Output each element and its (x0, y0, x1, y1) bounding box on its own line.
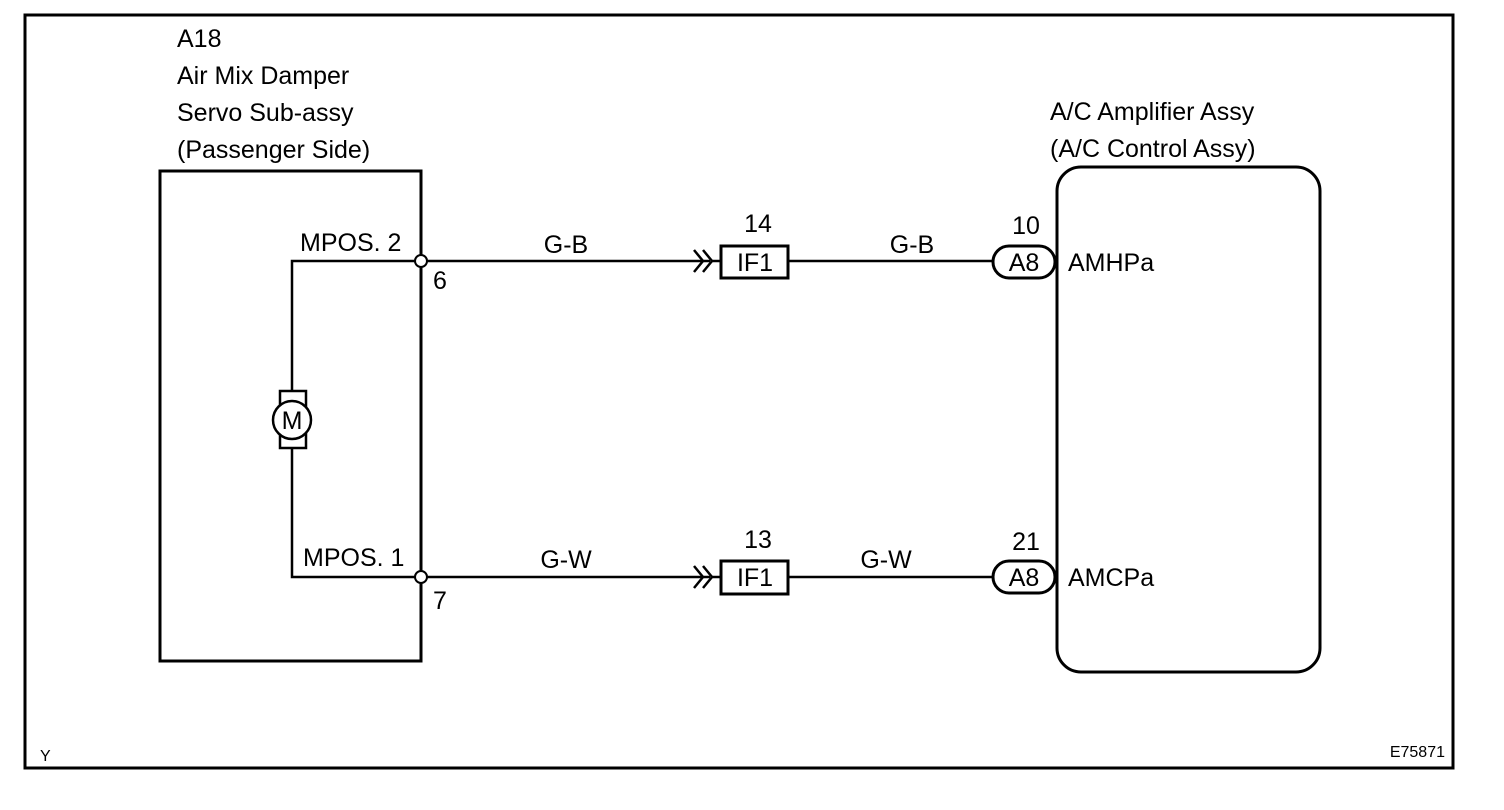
servo-box (158, 169, 423, 663)
servo-name-line1: Air Mix Damper (177, 62, 349, 90)
servo-code: A18 (177, 25, 221, 53)
pin-mpos2-number: 6 (433, 267, 447, 295)
wire-bottom-left-color: G-W (540, 546, 592, 574)
junction-top-pin: 14 (744, 210, 772, 238)
amp-signal-bottom: AMCPa (1068, 564, 1154, 592)
amp-box (1055, 165, 1322, 674)
chevron-icon (693, 249, 705, 273)
figure-id: E75871 (1390, 744, 1445, 761)
junction-bottom-pin: 13 (744, 526, 772, 554)
pin-mpos1-number: 7 (433, 587, 447, 615)
motor-icon (271, 399, 313, 441)
amp-pin-bottom-number: 21 (1012, 528, 1040, 556)
footer-left-mark: Y (40, 748, 51, 765)
motor-symbol: M (282, 407, 303, 435)
servo-name-line3: (Passenger Side) (177, 136, 370, 164)
connector-bottom-label: A8 (1009, 564, 1040, 592)
junction-top-connector: IF1 (737, 249, 773, 277)
chevron-icon (693, 565, 705, 589)
amp-signal-top: AMHPa (1068, 249, 1154, 277)
servo-name-line2: Servo Sub-assy (177, 99, 354, 127)
pin-mpos1-label: MPOS. 1 (303, 544, 404, 572)
terminal-bottom (414, 570, 428, 584)
connector-top-label: A8 (1009, 249, 1040, 277)
terminal-top (414, 254, 428, 268)
diagram-frame (23, 13, 1455, 770)
pin-mpos2-label: MPOS. 2 (300, 229, 401, 257)
motor-wire (290, 259, 421, 391)
wire-bottom-right-color: G-W (860, 546, 912, 574)
amp-pin-top-number: 10 (1012, 212, 1040, 240)
amp-name-line1: A/C Amplifier Assy (1050, 98, 1255, 126)
amp-name-line2: (A/C Control Assy) (1050, 135, 1256, 163)
wire-top-right-color: G-B (890, 231, 934, 259)
wire-top-left-color: G-B (544, 231, 588, 259)
connector-bottom-oval (991, 559, 1057, 595)
junction-bottom-connector: IF1 (737, 564, 773, 592)
motor-wire-lower (290, 448, 421, 579)
connector-top-oval (991, 244, 1057, 280)
